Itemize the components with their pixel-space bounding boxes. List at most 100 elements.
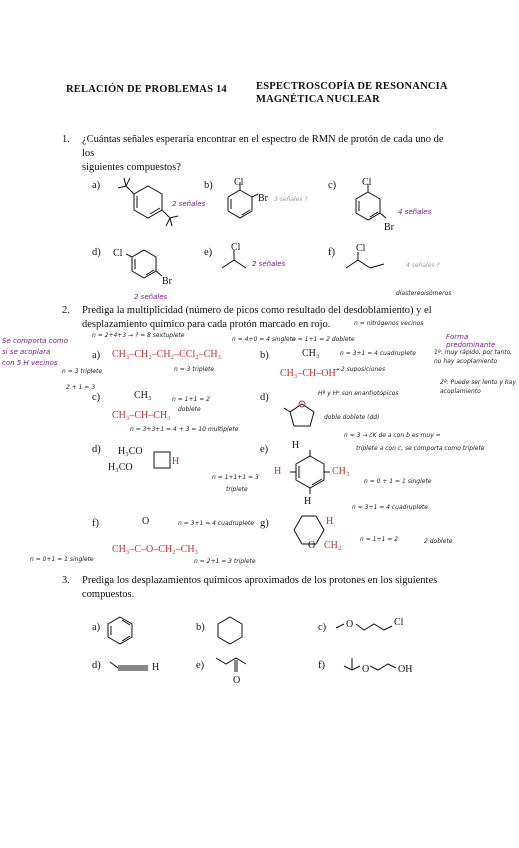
molecule-q2-d xyxy=(153,451,171,469)
note-q2-a-right: n = 3 triplete xyxy=(174,366,215,373)
note-q1-d: 2 señales xyxy=(134,293,168,301)
q1-number: 1. xyxy=(62,134,70,145)
atom-q1-d-br: Br xyxy=(162,276,172,287)
note-q2-a-left1: n = 3 triplete xyxy=(62,368,103,375)
note-q1-e: 2 señales xyxy=(252,260,286,268)
note-q2-e-2: triplete xyxy=(226,486,248,493)
note-q1-f: 4 señales ? xyxy=(406,262,440,269)
molecule-q2-g xyxy=(293,515,325,545)
atom-q3-f-oh: OH xyxy=(398,664,413,675)
note-q2-a-top: n = 2+4+3 → ? = 8 sextuplete xyxy=(92,332,185,339)
note-q2-b-4: Forma predominante xyxy=(446,333,496,349)
header-left: RELACIÓN DE PROBLEMAS 14 xyxy=(66,84,227,95)
atom-q1-d-cl: Cl xyxy=(113,248,123,259)
atom-q3-f-o: O xyxy=(362,664,370,675)
q2-number: 2. xyxy=(62,305,70,316)
q1-label-e: e) xyxy=(204,247,213,258)
q3-label-d: d) xyxy=(92,660,101,671)
note-q1-b: 3 señales ? xyxy=(274,196,308,203)
note-q2-c-3: n = 3+3+1 = 4 + 3 = 10 multiplete xyxy=(130,426,239,433)
note-q1-f-extra: diastereoisómeros xyxy=(396,290,452,297)
q3-label-b: b) xyxy=(196,622,205,633)
q3-text: Prediga los desplazamientos químicos apr… xyxy=(82,574,462,602)
header-right-line1: ESPECTROSCOPÍA DE RESONANCIA xyxy=(256,81,448,92)
note-q2-g-1: n = 3+1 = 4 cuadruplete xyxy=(352,504,428,511)
molecule-q3-e xyxy=(215,657,247,672)
q2-label-d-alt: d) xyxy=(260,392,269,403)
atom-q1-f-cl: Cl xyxy=(356,243,366,254)
note-q2-side: Se comporta como si se acoplara con 5 H … xyxy=(2,336,68,369)
note-q2-b-1: n = 1+1 = 2 doblete xyxy=(292,336,355,343)
q1-text: ¿Cuántas señales esperaría encontrar en … xyxy=(82,133,452,175)
note-q2-side-1: Se comporta como xyxy=(2,337,69,345)
q2-text: Prediga la multiplicidad (número de pico… xyxy=(82,304,462,332)
q3-label-f: f) xyxy=(318,660,325,671)
q3-text-line1: Prediga los desplazamientos químicos apr… xyxy=(82,575,438,586)
atom-q3-e-o: O xyxy=(233,675,241,686)
note-q2-f-1: n = 3+1 = 4 cuadruplete xyxy=(178,520,254,527)
q2-label-e: e) xyxy=(260,444,269,455)
q1-text-line2: siguientes compuestos? xyxy=(82,162,181,173)
atom-q1-c-br: Br xyxy=(384,222,394,233)
note-q2-side-2: si se acoplara xyxy=(2,348,51,356)
molecule-q1-f xyxy=(345,252,385,269)
q2-label-a: a) xyxy=(92,350,101,361)
formula-q2-e-ch3: CH₃ xyxy=(332,466,350,477)
atom-q1-e-cl: Cl xyxy=(231,242,241,253)
q2-label-d: d) xyxy=(92,444,101,455)
note-q2-c-2: doblete xyxy=(178,406,201,413)
formula-q2-b-main: CH₃–CH–OH xyxy=(280,368,336,379)
formula-q2-d-h: H xyxy=(172,456,180,467)
atom-q3-c-cl: Cl xyxy=(394,617,404,628)
note-q2-side-3: con 5 H vecinos xyxy=(2,359,58,367)
note-q2-f-3: n = 2+1 = 3 triplete xyxy=(194,558,256,565)
note-q2-d-4: triplete a con c, se comporta como tripl… xyxy=(356,445,485,452)
q1-label-a: a) xyxy=(92,180,101,191)
note-q2-d-1: Hª y Hᵇ son enantiotópicos xyxy=(318,390,399,397)
note-q2-d-3: n = 3 → cK de a con b es muy ≈ xyxy=(344,432,441,439)
q2-label-g: g) xyxy=(260,518,269,529)
note-q2-f-2: n = 0+1 = 1 singlete xyxy=(30,556,94,563)
q3-text-line2: compuestos. xyxy=(82,589,135,600)
molecule-q1-c xyxy=(355,184,387,221)
molecule-q1-b xyxy=(227,182,259,219)
atom-q1-b-cl: Cl xyxy=(234,177,244,188)
molecule-q2-e xyxy=(290,450,330,494)
q3-label-e: e) xyxy=(196,660,205,671)
note-q2-c-1: n = 1+1 = 2 xyxy=(172,396,210,403)
note-q2-g-2: n = 1+1 = 2 xyxy=(360,536,398,543)
note-q2-d-2: doble doblete (dd) xyxy=(324,414,380,421)
formula-q2-e-h-left: H xyxy=(274,466,282,477)
atom-q3-d-h: H xyxy=(152,662,160,673)
formula-q2-c-main: CH₃–CH–CH₃ xyxy=(112,410,171,421)
formula-q2-f-main: CH₃–C–O–CH₂–CH₃ xyxy=(112,544,199,555)
note-q2-g-3: 2 doblete xyxy=(424,538,453,545)
formula-q2-g-h: H xyxy=(326,516,334,527)
formula-q2-g-ch2: CH₂ xyxy=(324,540,342,551)
note-q2-b-3: → 2 suposiciones xyxy=(334,366,386,373)
formula-q2-e-h-top: H xyxy=(292,440,300,451)
molecule-q2-d-alt xyxy=(283,400,315,427)
molecule-q1-a xyxy=(117,177,179,227)
note-q1-c: 4 señales xyxy=(398,208,432,216)
q3-label-a: a) xyxy=(92,622,101,633)
q1-text-line1: ¿Cuántas señales esperaría encontrar en … xyxy=(82,134,444,159)
molecule-q1-e xyxy=(221,250,247,269)
molecule-q3-b xyxy=(217,616,243,645)
note-q2-e-1: n = 1+1+1 = 3 xyxy=(212,474,259,481)
note-q2-a-left2: 2 + 1 = 3 xyxy=(66,384,96,391)
formula-q2-f-o: O xyxy=(142,516,150,527)
note-q1-a: 2 señales xyxy=(172,200,206,208)
q2-text-line2: desplazamiento químico para cada protón … xyxy=(82,319,331,330)
formula-q2-g-o: O xyxy=(308,540,316,551)
note-q2-b-5: 1º: muy rápido, por tanto, no hay acopla… xyxy=(434,349,513,365)
q1-label-d: d) xyxy=(92,247,101,258)
molecule-q3-c xyxy=(335,623,393,631)
molecule-q3-a xyxy=(107,616,133,645)
header-right-line2: MAGNÉTICA NUCLEAR xyxy=(256,94,380,105)
note-q2-b-2: n = 3+1 = 4 cuadruplete xyxy=(340,350,416,357)
q1-label-f: f) xyxy=(328,247,335,258)
molecule-q3-d xyxy=(109,661,148,671)
q2-label-b: b) xyxy=(260,350,269,361)
q2-label-f: f) xyxy=(92,518,99,529)
